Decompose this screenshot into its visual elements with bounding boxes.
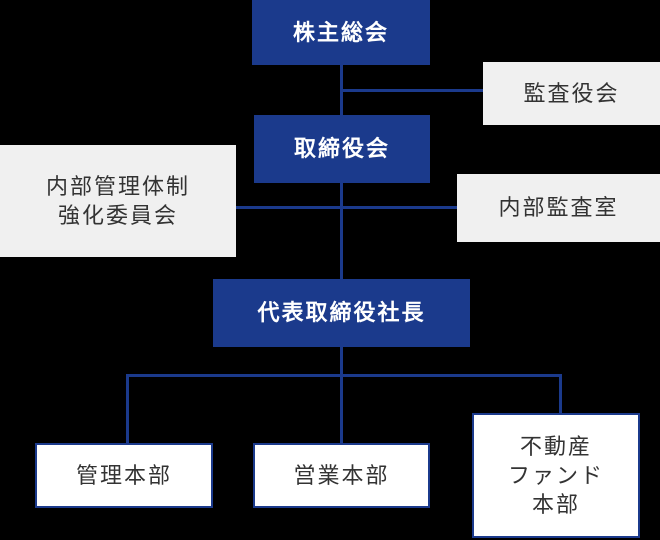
node-administration-division-label: 管理本部 [75,462,172,488]
connector-to-audit-board-horizontal [341,89,483,92]
node-shareholders-meeting: 株主総会 [252,0,430,65]
node-internal-management-committee: 内部管理体制 強化委員会 [0,145,236,257]
connector-to-fund-division-vertical [559,374,562,413]
node-real-estate-fund-division: 不動産 ファンド 本部 [472,413,640,538]
connector-to-admin-division-vertical [126,374,129,443]
node-sales-division-label: 営業本部 [293,462,390,488]
node-board-of-directors-label: 取締役会 [293,136,390,162]
connector-board-to-president-vertical [340,183,343,279]
node-administration-division: 管理本部 [35,443,213,508]
node-internal-audit-office: 内部監査室 [457,174,660,242]
connector-divisions-branch-horizontal [126,374,562,377]
connector-president-to-sales-vertical [340,347,343,443]
node-audit-board: 監査役会 [483,62,660,125]
node-president-label: 代表取締役社長 [257,300,426,326]
connector-committee-to-audit-office-horizontal [236,206,457,209]
node-sales-division: 営業本部 [253,443,430,508]
node-internal-management-committee-label-line2: 強化委員会 [57,203,178,228]
node-real-estate-fund-division-label-line2: ファンド [507,462,604,488]
node-audit-board-label: 監査役会 [523,80,620,106]
node-board-of-directors: 取締役会 [254,115,430,183]
node-real-estate-fund-division-label-line3: 本部 [531,492,580,518]
node-real-estate-fund-division-label-line1: 不動産 [519,433,592,459]
node-internal-management-committee-label-line1: 内部管理体制 [45,173,190,199]
node-president: 代表取締役社長 [213,279,470,347]
node-internal-audit-office-label: 内部監査室 [498,195,619,221]
node-shareholders-meeting-label: 株主総会 [292,19,389,45]
